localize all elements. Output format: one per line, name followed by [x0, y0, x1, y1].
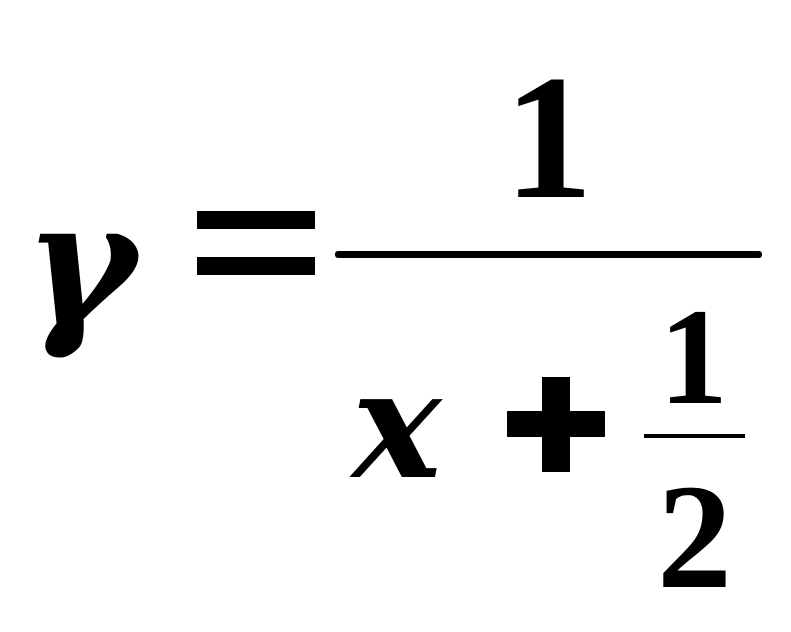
main-fraction-bar	[335, 251, 762, 258]
inner-fraction-bar	[644, 434, 745, 438]
plus-vertical-bar	[542, 377, 570, 472]
gamma-symbol: γ	[24, 163, 137, 363]
inner-denominator: 2	[657, 454, 732, 620]
main-numerator: 1	[504, 38, 593, 236]
x-variable: x	[352, 337, 442, 513]
equals-top-bar	[197, 211, 315, 229]
equals-bottom-bar	[197, 257, 315, 275]
inner-numerator: 1	[659, 280, 728, 433]
